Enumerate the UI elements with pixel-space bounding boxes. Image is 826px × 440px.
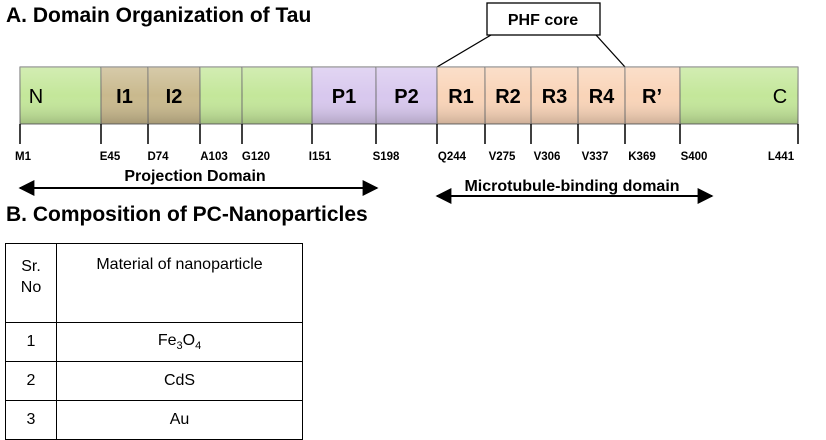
domain-label: R4 — [589, 86, 615, 108]
residue-label: V275 — [489, 151, 516, 163]
phf-core-callout: PHF core — [436, 2, 626, 68]
residue-label: D74 — [147, 151, 169, 163]
row-material: Au — [56, 400, 303, 440]
header-material: Material of nanoparticle — [56, 243, 303, 323]
residue-label: V306 — [534, 151, 561, 163]
mtb-domain-label: Microtubule-binding domain — [464, 178, 679, 195]
phf-core-right-line — [595, 34, 626, 68]
table-row: 1 Fe3O4 — [5, 322, 303, 362]
section-a-title: A. Domain Organization of Tau — [6, 4, 312, 27]
phf-core-left-line — [436, 34, 492, 68]
row-material: CdS — [56, 361, 303, 401]
phf-core-box — [486, 2, 601, 36]
domain-label: I2 — [166, 86, 183, 108]
domain-label: R1 — [448, 86, 474, 108]
domain-segment-shade — [200, 67, 242, 124]
residue-label: L441 — [768, 151, 795, 163]
tau-domain-diagram: PHF core N I1 I2 P1 P2 R1 R2 R3 R4 R’ C M1 E45 D74 A1… — [15, 2, 799, 204]
residue-ticks: M1 E45 D74 A103 G120 I151 S198 Q244 V275 V306 V337… — [15, 124, 799, 163]
table-row: 3 Au — [5, 400, 303, 440]
domain-label: R’ — [642, 86, 662, 108]
table-row: 2 CdS — [5, 361, 303, 401]
header-sr-no: Sr. No — [5, 243, 57, 323]
projection-domain-label: Projection Domain — [124, 168, 265, 185]
domain-label: P1 — [332, 86, 356, 108]
residue-label: Q244 — [438, 151, 467, 163]
domain-segment-shade — [242, 67, 312, 124]
residue-label: S400 — [681, 151, 708, 163]
domain-bar: N I1 I2 P1 P2 R1 R2 R3 R4 R’ C — [19, 66, 799, 125]
domain-segment-shade — [148, 67, 200, 124]
nanoparticle-table: Sr. No Material of nanoparticle 1 Fe3O4 … — [5, 243, 303, 440]
section-b-title: B. Composition of PC-Nanoparticles — [6, 203, 368, 226]
domain-segment-shade — [376, 67, 437, 124]
row-number: 2 — [5, 361, 57, 401]
domain-segment-shade — [625, 67, 680, 124]
residue-label: S198 — [373, 151, 400, 163]
residue-label: A103 — [200, 151, 228, 163]
row-number: 3 — [5, 400, 57, 440]
residue-label: E45 — [100, 151, 121, 163]
header-sr: Sr. — [21, 258, 41, 275]
domain-segment-shade — [485, 67, 531, 124]
domain-label: P2 — [394, 86, 418, 108]
domain-label: I1 — [116, 86, 133, 108]
domain-segment-shade — [20, 67, 101, 124]
domain-segment-shade — [101, 67, 148, 124]
row-number: 1 — [5, 322, 57, 362]
domain-segment-shade — [312, 67, 376, 124]
domain-label: N — [29, 86, 43, 108]
domain-label: R3 — [542, 86, 568, 108]
residue-label: I151 — [309, 151, 332, 163]
residue-label: G120 — [242, 151, 270, 163]
domain-label: R2 — [495, 86, 521, 108]
residue-label: M1 — [15, 151, 32, 163]
domain-segment-shade — [531, 67, 578, 124]
residue-label: K369 — [628, 151, 656, 163]
phf-core-label: PHF core — [508, 12, 578, 29]
residue-label: V337 — [582, 151, 609, 163]
row-material: Fe3O4 — [56, 322, 303, 362]
header-no: No — [20, 279, 42, 296]
domain-segment-shade — [680, 67, 798, 124]
domain-segment-shade — [437, 67, 485, 124]
table-header-row: Sr. No Material of nanoparticle — [5, 243, 303, 323]
domain-segment-shade — [578, 67, 625, 124]
domain-label: C — [773, 86, 787, 108]
